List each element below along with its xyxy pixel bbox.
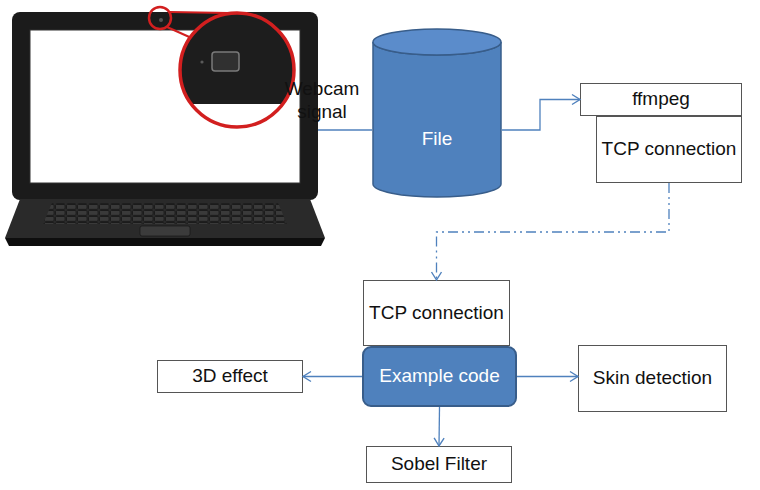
node-text: Sobel Filter: [391, 453, 487, 476]
connector: [434, 407, 444, 446]
connector: [303, 372, 362, 382]
storage-cylinder: File: [372, 28, 502, 198]
rounded-process-box: Example code: [362, 346, 517, 407]
connector-line: [517, 376, 578, 377]
laptop-base: [5, 199, 325, 238]
process-box: 3D effect: [157, 360, 303, 393]
connector: [502, 95, 580, 131]
arrow-head: [303, 372, 311, 382]
arrow-head: [572, 95, 580, 105]
arrow-head: [570, 371, 578, 381]
node-text: Skin detection: [593, 367, 712, 390]
callout-line: [170, 12, 228, 13]
node-text: 3D effect: [192, 365, 268, 388]
node-text: ffmpeg: [632, 88, 690, 111]
cylinder-outline: [372, 28, 502, 198]
connector-line: [437, 183, 670, 280]
webcam-lens: [159, 18, 163, 22]
process-box: Skin detection: [578, 345, 727, 412]
process-box: TCP connection: [596, 116, 742, 183]
connector-line: [438, 407, 440, 446]
node-text: TCP connection: [602, 138, 737, 161]
connector-line: [303, 376, 362, 377]
zoom-view: [170, 10, 310, 140]
node-text: File: [422, 128, 453, 151]
connector-line: [502, 100, 580, 131]
laptop-keyboard: [43, 203, 287, 224]
arrow-head: [434, 438, 444, 446]
node-text: TCP connection: [369, 302, 504, 325]
webcam-signal-line: [318, 129, 372, 130]
arrow-head: [432, 272, 442, 280]
laptop-touchpad: [140, 226, 190, 236]
connector: [517, 371, 578, 381]
node-text: Example code: [379, 365, 499, 388]
process-box: ffmpeg: [580, 83, 742, 116]
laptop-base-front: [5, 238, 325, 246]
process-box: TCP connection: [363, 280, 510, 346]
callout-circle: [149, 7, 171, 29]
process-box: Sobel Filter: [366, 446, 512, 483]
signal-label: Webcam signal: [282, 78, 362, 124]
zoom-callout-circle: [180, 13, 294, 127]
connector: [432, 183, 670, 280]
